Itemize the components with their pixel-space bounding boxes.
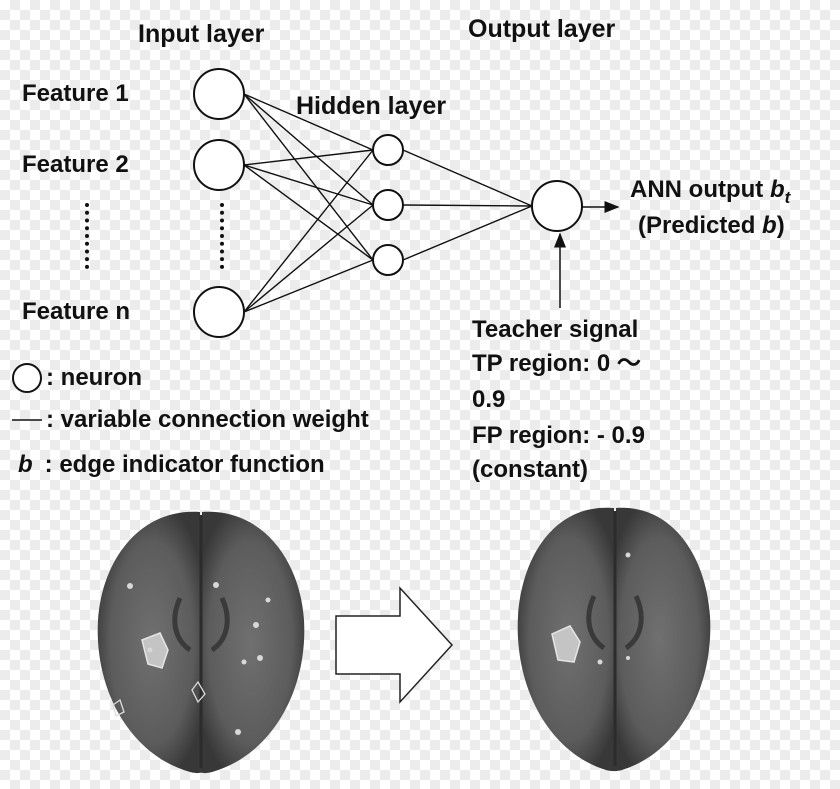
- brain-image-after: [517, 507, 711, 772]
- feature-label-n: Feature n: [22, 298, 131, 325]
- feature-label-2: Feature 2: [22, 151, 129, 178]
- brain-image-before: [97, 511, 305, 774]
- fp-region-note: (constant): [472, 456, 588, 483]
- output-neuron: [531, 180, 583, 232]
- legend-edge-row: b : edge indicator function: [18, 453, 325, 477]
- hidden-neuron-3: [372, 244, 404, 276]
- ann-output-var: b: [769, 176, 785, 203]
- legend-edge-symbol: b: [18, 451, 33, 478]
- input-neuron-2: [193, 139, 245, 191]
- predicted-close: ): [776, 212, 785, 239]
- hidden-neuron-2: [372, 189, 404, 221]
- legend-edge-label: : edge indicator function: [44, 451, 325, 478]
- transform-arrow: [335, 586, 454, 704]
- tp-region-value: 0.9: [472, 386, 506, 413]
- predicted-b-label: (Predicted b): [638, 214, 785, 238]
- teacher-signal-title: Teacher signal: [472, 316, 639, 343]
- hidden-output-connections: [402, 149, 533, 261]
- input-neuron-1: [193, 68, 245, 120]
- predicted-var: b: [762, 212, 777, 239]
- predicted-open: (Predicted: [638, 212, 763, 239]
- ann-output-label: ANN output bt: [630, 178, 790, 206]
- tp-region-label: TP region: 0 〜: [472, 350, 641, 377]
- legend-neuron-label: : neuron: [46, 364, 142, 391]
- feature-label-1: Feature 1: [22, 80, 129, 107]
- hidden-layer-title: Hidden layer: [296, 92, 447, 120]
- output-layer-title: Output layer: [468, 15, 616, 43]
- input-layer-title: Input layer: [138, 20, 265, 48]
- input-neuron-n: [193, 286, 245, 338]
- neuron-ellipsis: [220, 203, 224, 269]
- ann-output-text: ANN output: [630, 176, 770, 203]
- fp-region-label: FP region: - 0.9: [472, 422, 645, 449]
- legend-weight-label: : variable connection weight: [46, 406, 369, 433]
- ann-output-sub: t: [784, 187, 791, 207]
- legend-neuron-icon: [12, 363, 42, 393]
- input-hidden-connections: [243, 93, 374, 313]
- feature-ellipsis: [85, 203, 89, 269]
- hidden-neuron-1: [372, 134, 404, 166]
